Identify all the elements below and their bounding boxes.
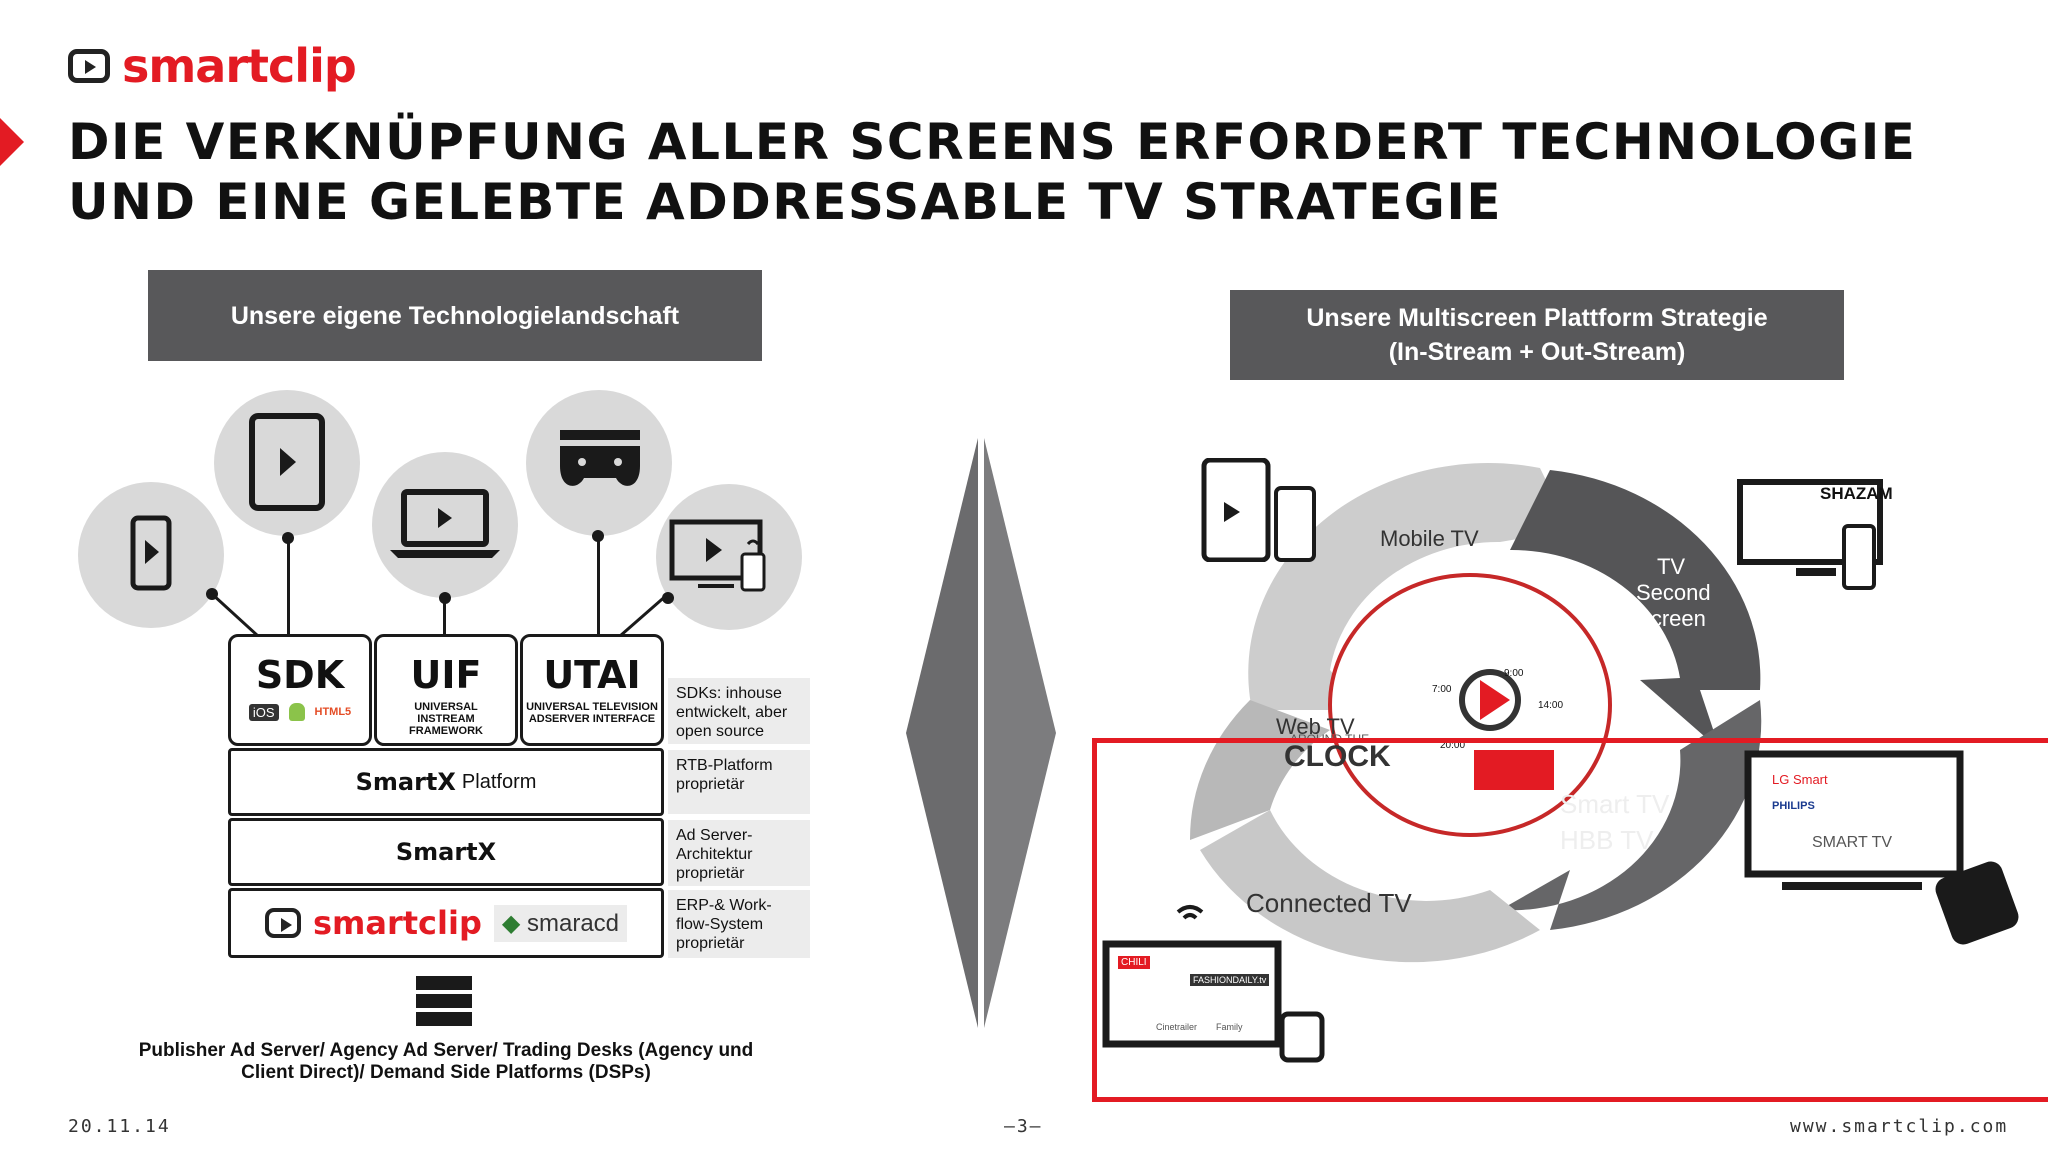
red-block [1474, 750, 1554, 790]
gameconsole-icon [560, 430, 640, 486]
gem-icon: ◆ [501, 909, 521, 937]
label-second-2: Second [1636, 580, 1711, 605]
smaracd-wordmark: ◆ smaracd [493, 904, 628, 942]
smartx-box: SmartX [228, 818, 664, 886]
footer-url: www.smartclip.com [1790, 1116, 2009, 1137]
tablet-icon [249, 413, 325, 511]
sdk-label: SDK [255, 653, 345, 697]
connector-line [287, 540, 290, 636]
tv-second-screen-icon [1737, 479, 1883, 590]
label-smart-2: HBB TV [1560, 825, 1654, 855]
sdk-box: SDK iOS HTML5 [228, 634, 372, 746]
smartx-label: SmartX [395, 838, 497, 866]
shazam-logo: SHAZAM [1820, 484, 1893, 503]
right-header-line-2: (In-Stream + Out-Stream) [1388, 338, 1686, 366]
note-erp: ERP-& Work-flow-System proprietär [668, 890, 810, 958]
connector-line [443, 600, 446, 636]
connector-diagonals [210, 592, 669, 638]
mobile-devices-icon [1201, 458, 1316, 562]
connector-line [597, 538, 600, 636]
note-adserver: Ad Server-Architektur proprietär [668, 820, 810, 886]
segment-second-screen [1510, 470, 1761, 750]
smartx-platform-rest: Platform [461, 770, 537, 793]
utai-box: UTAI UNIVERSAL TELEVISION ADSERVER INTER… [520, 634, 664, 746]
caption-line-2: Client Direct)/ Demand Side Platforms (D… [241, 1062, 651, 1083]
right-panel-header: Unsere Multiscreen Plattform Strategie (… [1230, 290, 1844, 380]
title-line-2: UND EINE GELEBTE ADDRESSABLE TV STRATEGI… [68, 173, 1503, 231]
footer-page: –3– [1004, 1116, 1043, 1137]
clock-text: CLOCK [1284, 740, 1391, 773]
caption-line-1: Publisher Ad Server/ Agency Ad Server/ T… [138, 1040, 754, 1061]
connector-dot [282, 532, 294, 544]
label-second-1: TV [1656, 554, 1686, 579]
time-7: 7:00 [1432, 684, 1452, 695]
smartx-platform-box: SmartX Platform [228, 748, 664, 816]
android-icon [288, 703, 305, 721]
time-14: 14:00 [1538, 700, 1564, 711]
right-header-line-1: Unsere Multiscreen Plattform Strategie [1306, 304, 1768, 332]
smart-tv-icon [1744, 750, 2019, 945]
utai-sub: UNIVERSAL TELEVISION ADSERVER INTERFACE [526, 701, 658, 725]
tablet-circle [214, 390, 360, 536]
tv-circle [656, 484, 802, 630]
label-smart-1: Smart TV [1560, 789, 1670, 819]
smarttv-logo: SMART TV [1812, 834, 1893, 851]
laptop-circle [372, 452, 518, 598]
sdk-badges: iOS HTML5 [231, 703, 369, 721]
ios-badge: iOS [248, 703, 279, 721]
divider-shape [906, 438, 1056, 1028]
phone-icon [130, 515, 172, 591]
highlight-frame [1092, 738, 2048, 1102]
uif-box: UIF UNIVERSAL INSTREAM FRAMEWORK [374, 634, 518, 746]
uif-sub: UNIVERSAL INSTREAM FRAMEWORK [409, 701, 483, 737]
label-second-screen: TV Second Screen [1636, 554, 1711, 632]
connector-dot [592, 530, 604, 542]
label-mobile-tv: Mobile TV [1380, 526, 1479, 551]
connector-dot [439, 592, 451, 604]
time-9: 9:00 [1504, 668, 1524, 679]
time-20: 20:00 [1440, 740, 1466, 751]
smartclip-wordmark: smartclip [312, 904, 482, 942]
left-panel-header-text: Unsere eigene Technologielandschaft [230, 301, 680, 330]
note-sdk: SDKs: inhouse entwickelt, aber open sour… [668, 678, 810, 744]
label-smart-tv: Smart TV HBB TV [1560, 786, 1669, 858]
label-connected-tv: Connected TV [1246, 888, 1412, 918]
utai-label: UTAI [543, 653, 641, 697]
label-second-3: Screen [1636, 606, 1706, 631]
note-rtb: RTB-Platform proprietär [668, 750, 810, 814]
console-circle [526, 390, 672, 536]
smartclip-logo: smartclip [68, 39, 357, 93]
philips-logo: PHILIPS [1772, 800, 1815, 812]
phone-circle [78, 482, 224, 628]
tv-remote-icon [669, 519, 766, 592]
server-icon [416, 976, 472, 1026]
title-line-1: DIE VERKNÜPFUNG ALLER SCREENS ERFORDERT … [68, 113, 1917, 171]
segment-connected-tv [1200, 810, 1540, 963]
laptop-icon [390, 489, 500, 558]
play-icon [264, 908, 301, 938]
red-arrow-marker [0, 118, 24, 166]
segment-web-tv [1189, 700, 1330, 840]
segment-mobile [1248, 463, 1570, 710]
chili-logo: CHILI [1118, 956, 1150, 969]
html5-badge: HTML5 [314, 706, 352, 718]
play-icon [68, 49, 110, 83]
footer-date: 20.11.14 [68, 1116, 171, 1137]
left-caption: Publisher Ad Server/ Agency Ad Server/ T… [96, 1040, 796, 1084]
page-title: DIE VERKNÜPFUNG ALLER SCREENS ERFORDERT … [68, 112, 1916, 232]
smartx-platform-bold: SmartX [355, 768, 456, 796]
company-box: smartclip ◆ smaracd [228, 888, 664, 958]
segment-smart-tv [1500, 700, 1762, 930]
label-web-tv: Web TV [1276, 714, 1355, 739]
cinetrailer-logo: Cinetrailer [1156, 1022, 1198, 1032]
multiscreen-cycle [1189, 463, 1762, 963]
fashiondaily-logo: FASHIONDAILY.tv [1190, 974, 1270, 986]
family-logo: Family [1216, 1022, 1243, 1032]
lg-logo: LG Smart [1772, 772, 1828, 787]
logo-text: smartclip [122, 39, 357, 93]
left-panel-header: Unsere eigene Technologielandschaft [148, 270, 762, 361]
uif-label: UIF [410, 653, 482, 697]
smaracd-text: smaracd [526, 909, 620, 937]
